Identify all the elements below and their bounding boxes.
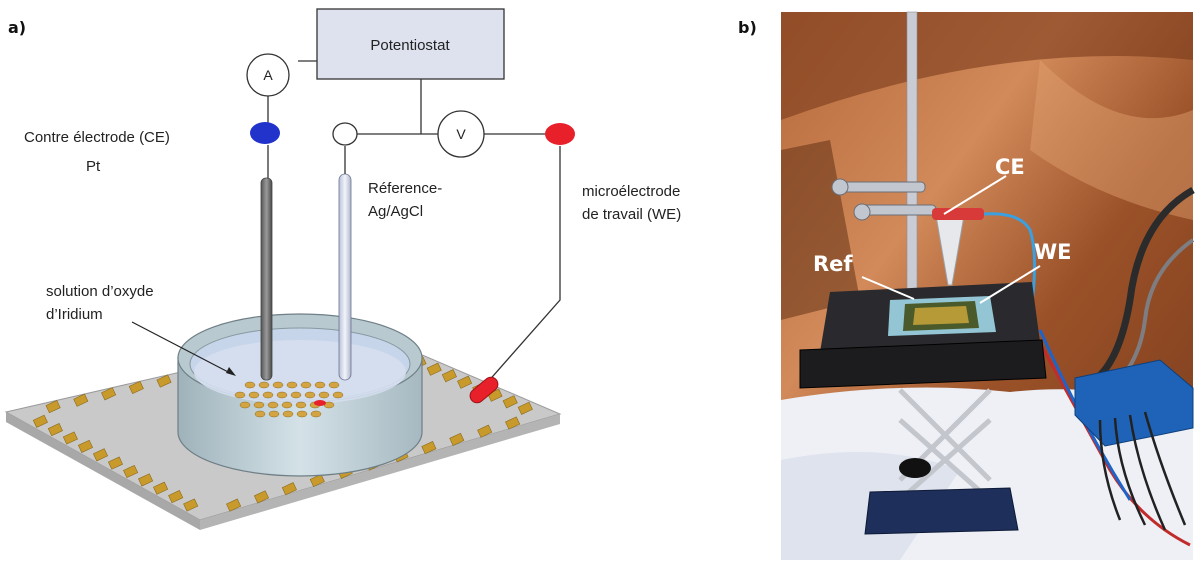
microelectrode-pad [276, 391, 288, 399]
microelectrode-pad [248, 391, 260, 399]
microelectrode-pad [239, 401, 251, 409]
panel-a-letter: a) [8, 18, 26, 37]
microelectrode-pad [258, 381, 270, 389]
microelectrode-pad [314, 381, 326, 389]
beaker-pads [234, 381, 344, 418]
microelectrode-pad [281, 401, 293, 409]
microelectrode-pad [332, 391, 344, 399]
voltmeter-label: V [456, 126, 466, 142]
microelectrode-pad [234, 391, 246, 399]
contact-pad [505, 416, 521, 430]
contact-pad [449, 432, 465, 446]
contact-pad [128, 380, 144, 395]
panel-b-letter: b) [738, 18, 757, 37]
microelectrode-pad [318, 391, 330, 399]
reference-electrode-rod [338, 173, 352, 381]
contact-pad [477, 424, 493, 438]
counter-electrode-terminal [250, 122, 280, 144]
contact-pad [153, 481, 169, 495]
contact-pad [73, 393, 89, 407]
working-electrode-label: microélectrode de travail (WE) [582, 183, 685, 223]
contact-pad [47, 423, 63, 437]
solution-pointer-arrowhead [226, 367, 236, 376]
microelectrode-pad [300, 381, 312, 389]
contact-pad [426, 362, 442, 376]
contact-pad [107, 456, 124, 470]
ammeter-label: A [263, 67, 273, 83]
contact-pad [421, 441, 437, 455]
contact-pad [156, 374, 172, 388]
beaker [177, 313, 423, 477]
contact-pad [441, 369, 457, 383]
ammeter-symbol [246, 53, 290, 97]
voltmeter-symbol [437, 110, 485, 158]
contact-pad [183, 498, 199, 512]
microelectrode-pad [268, 410, 280, 418]
counter-electrode-rod [260, 177, 273, 381]
panel-a: a) [4, 8, 685, 530]
working-microelectrode-spot [314, 400, 326, 406]
contact-pad [123, 464, 139, 479]
microelectrode-pad [254, 410, 266, 418]
ref-photo-label: Ref [813, 252, 853, 276]
contact-pad [101, 387, 117, 401]
contact-pad [45, 400, 61, 414]
counter-electrode-label: Contre électrode (CE) Pt [24, 129, 174, 175]
contact-pad [92, 448, 109, 462]
circuit-wires [267, 60, 561, 385]
ce-photo-label: CE [995, 155, 1025, 179]
contact-pad [457, 375, 473, 389]
contact-pad [502, 395, 518, 409]
contact-pad [62, 431, 78, 445]
contact-pad [517, 401, 533, 415]
microelectrode-pad [253, 401, 265, 409]
contact-pad [253, 490, 270, 504]
contact-pad [77, 439, 94, 453]
working-electrode-connector [469, 376, 499, 404]
reference-electrode-terminal [332, 122, 358, 146]
potentiostat-label: Potentiostat [370, 37, 450, 54]
panel-b: b) [738, 11, 1195, 560]
microelectrode-pad [310, 410, 322, 418]
contact-pad [281, 482, 297, 496]
microelectrode-pad [304, 391, 316, 399]
microelectrode-pad [282, 410, 294, 418]
contact-pad [168, 490, 184, 504]
contact-pad [226, 498, 242, 512]
contact-pad [138, 473, 154, 487]
we-photo-label: WE [1034, 240, 1072, 264]
microelectrode-pad [267, 401, 279, 409]
solution-label: solution d’oxyde d’Iridium [46, 283, 158, 323]
microelectrode-pad [262, 391, 274, 399]
microelectrode-pad [286, 381, 298, 389]
microelectrode-pad [295, 401, 307, 409]
reference-electrode-label: Réference- Ag/AgCl [368, 180, 446, 220]
microelectrode-pad [328, 381, 340, 389]
contact-pad [32, 414, 48, 428]
solution-pointer-arrow [131, 321, 233, 375]
contact-pad [309, 473, 325, 488]
potentiostat-box [316, 8, 505, 80]
microelectrode-pad [244, 381, 256, 389]
microelectrode-pad [296, 410, 308, 418]
working-electrode-terminal [545, 123, 575, 145]
microelectrode-pad [272, 381, 284, 389]
setup-photo: CE WE Ref [781, 11, 1195, 560]
microelectrode-pad [290, 391, 302, 399]
